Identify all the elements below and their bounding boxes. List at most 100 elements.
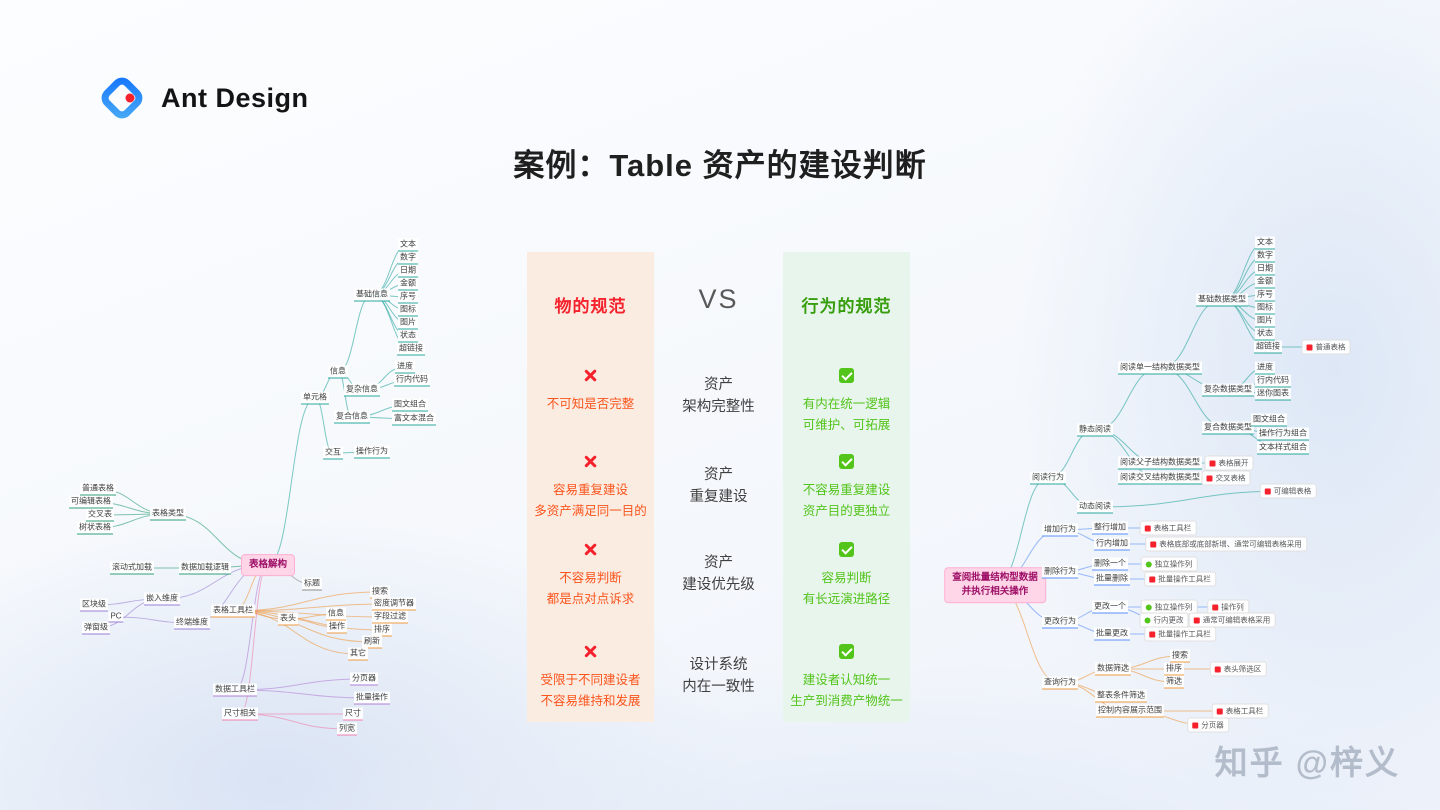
mindmap-node: 表头筛选区 — [1209, 661, 1267, 677]
things-row-text: 不容易判断 都是点对点诉求 — [546, 571, 635, 606]
green-tag-icon — [1145, 604, 1152, 610]
mindmap-node: 图标 — [398, 303, 418, 317]
right-mindmap: 查阅批量结构型数据 并执行相关操作阅读行为静态阅读阅读单一结构数据类型基础数据类… — [940, 228, 1435, 748]
things-row: 不可知是否完整 — [527, 368, 654, 415]
mindmap-node: 表格展开 — [1204, 455, 1254, 471]
mindmap-node: 批量操作工具栏 — [1144, 571, 1216, 587]
mindmap-node: 独立操作列 — [1140, 556, 1198, 572]
dimension-label: 资产 架构完整性 — [682, 377, 755, 416]
red-tag-icon — [1206, 475, 1213, 481]
mindmap-node: 批量操作 — [354, 691, 390, 705]
things-row-text: 容易重复建设 多资产满足同一目的 — [534, 483, 647, 518]
mindmap-node: 单元格 — [301, 391, 329, 405]
red-tag-icon — [1149, 631, 1156, 637]
behavior-row-text: 有内在统一逻辑 可维护、可拓展 — [802, 397, 891, 432]
red-tag-icon — [1214, 666, 1221, 672]
mindmap-node: 表格底部或底部新增、通常可编辑表格采用 — [1145, 536, 1307, 552]
mindmap-node: 状态 — [1255, 327, 1275, 341]
behavior-row: 建设者认知统一 生产到消费产物统一 — [783, 644, 910, 711]
mindmap-node: 通常可编辑表格采用 — [1188, 612, 1276, 628]
mindmap-node: 交叉表 — [86, 508, 114, 522]
check-icon — [839, 644, 854, 659]
mindmap-node: 删除行为 — [1042, 565, 1078, 579]
things-column-header: 物的规范 — [554, 297, 627, 316]
mindmap-node: 可编辑表格 — [69, 495, 113, 509]
red-tag-icon — [1212, 604, 1219, 610]
red-tag-icon — [1149, 576, 1156, 582]
mindmap-node: 图标 — [1255, 301, 1275, 315]
mindmap-node: 进度 — [1255, 361, 1275, 375]
vs-label: VS — [698, 284, 739, 314]
green-tag-icon — [1144, 617, 1151, 623]
mindmap-node: 分页器 — [350, 672, 378, 686]
red-tag-icon — [1144, 525, 1151, 531]
red-tag-icon — [1192, 722, 1199, 728]
mindmap-node: 操作 — [327, 620, 347, 634]
page-title: 案例：Table 资产的建设判断 — [513, 147, 927, 183]
cross-icon — [583, 368, 598, 383]
mindmap-node: 其它 — [348, 647, 368, 661]
mindmap-node: 操作行为组合 — [1257, 427, 1309, 441]
red-tag-icon — [1264, 488, 1271, 494]
behavior-row-text: 容易判断 有长远演进路径 — [802, 571, 891, 606]
mindmap-node: 数字 — [1255, 249, 1275, 263]
red-tag-icon — [1216, 708, 1223, 714]
mindmap-node: 阅读行为 — [1030, 471, 1066, 485]
mindmap-node: 序号 — [398, 290, 418, 304]
check-icon — [839, 454, 854, 469]
mindmap-node: 行内更改 — [1139, 612, 1189, 628]
mindmap-node: 字段过滤 — [372, 610, 408, 624]
mindmap-node: 整表条件筛选 — [1095, 689, 1147, 703]
mindmap-node: 交叉表格 — [1201, 470, 1251, 486]
mindmap-node: 操作行为 — [354, 445, 390, 459]
mindmap-node: 超链接 — [397, 342, 425, 356]
mindmap-node: 复合信息 — [334, 410, 370, 424]
mindmap-node: 图片 — [1255, 314, 1275, 328]
mindmap-node: 排序 — [1164, 662, 1184, 676]
mindmap-node: 批量更改 — [1094, 627, 1130, 641]
mindmap-node: 阅读交叉结构数据类型 — [1118, 471, 1202, 485]
mindmap-node: 查询行为 — [1042, 676, 1078, 690]
mindmap-node: 搜索 — [1170, 649, 1190, 663]
mindmap-node: 日期 — [398, 264, 418, 278]
mindmap-node: 信息 — [328, 365, 348, 379]
mindmap-node: 文本 — [398, 238, 418, 252]
things-row: 不容易判断 都是点对点诉求 — [527, 542, 654, 609]
mindmap-node: 尺寸 — [343, 707, 363, 721]
mindmap-node: 更改行为 — [1042, 615, 1078, 629]
mindmap-node: 数据工具栏 — [213, 683, 257, 697]
mindmap-node: 筛选 — [1164, 675, 1184, 689]
mindmap-node: 金额 — [398, 277, 418, 291]
check-icon — [839, 368, 854, 383]
mindmap-node: 状态 — [398, 329, 418, 343]
things-row-text: 受限于不同建设者 不容易维持和发展 — [540, 673, 641, 708]
mindmap-node: 增加行为 — [1042, 523, 1078, 537]
mindmap-node: PC — [108, 611, 124, 623]
dimension-label: 资产 建设优先级 — [682, 555, 755, 594]
behavior-row-text: 不容易重复建设 资产目的更独立 — [802, 483, 891, 518]
red-tag-icon — [1209, 460, 1216, 466]
ant-design-logo-icon — [101, 77, 143, 119]
ant-design-logo: Ant Design — [98, 74, 309, 122]
mindmap-node: 数据加载逻辑 — [179, 561, 231, 575]
mindmap-node: 删除一个 — [1092, 557, 1128, 571]
red-tag-icon — [1150, 541, 1157, 547]
mindmap-node: 表格工具栏 — [1139, 520, 1197, 536]
mindmap-node: 批量删除 — [1094, 572, 1130, 586]
mindmap-node: 文本样式组合 — [1257, 441, 1309, 455]
mindmap-node: 复杂信息 — [344, 383, 380, 397]
mindmap-node: 行内代码 — [394, 373, 430, 387]
mindmap-node: 迷你图表 — [1255, 387, 1291, 401]
behavior-row: 不容易重复建设 资产目的更独立 — [783, 454, 910, 521]
mindmap-node: 控制内容展示范围 — [1096, 704, 1164, 718]
mindmap-node: 尺寸相关 — [222, 707, 258, 721]
mindmap-node: 基础信息 — [354, 288, 390, 302]
mindmap-node: 表格工具栏 — [1211, 703, 1269, 719]
logo-text: Ant Design — [161, 82, 309, 113]
mindmap-node: 分页器 — [1187, 717, 1229, 733]
left-mindmap: 表格解构单元格信息基础信息文本数字日期金额序号图标图片状态超链接复杂信息进度行内… — [50, 228, 460, 748]
mindmap-node: 弹窗级 — [82, 621, 110, 635]
mindmap-node: 复杂数据类型 — [1202, 383, 1254, 397]
mindmap-node: 进度 — [395, 360, 415, 374]
mindmap-node: 刷新 — [362, 635, 382, 649]
